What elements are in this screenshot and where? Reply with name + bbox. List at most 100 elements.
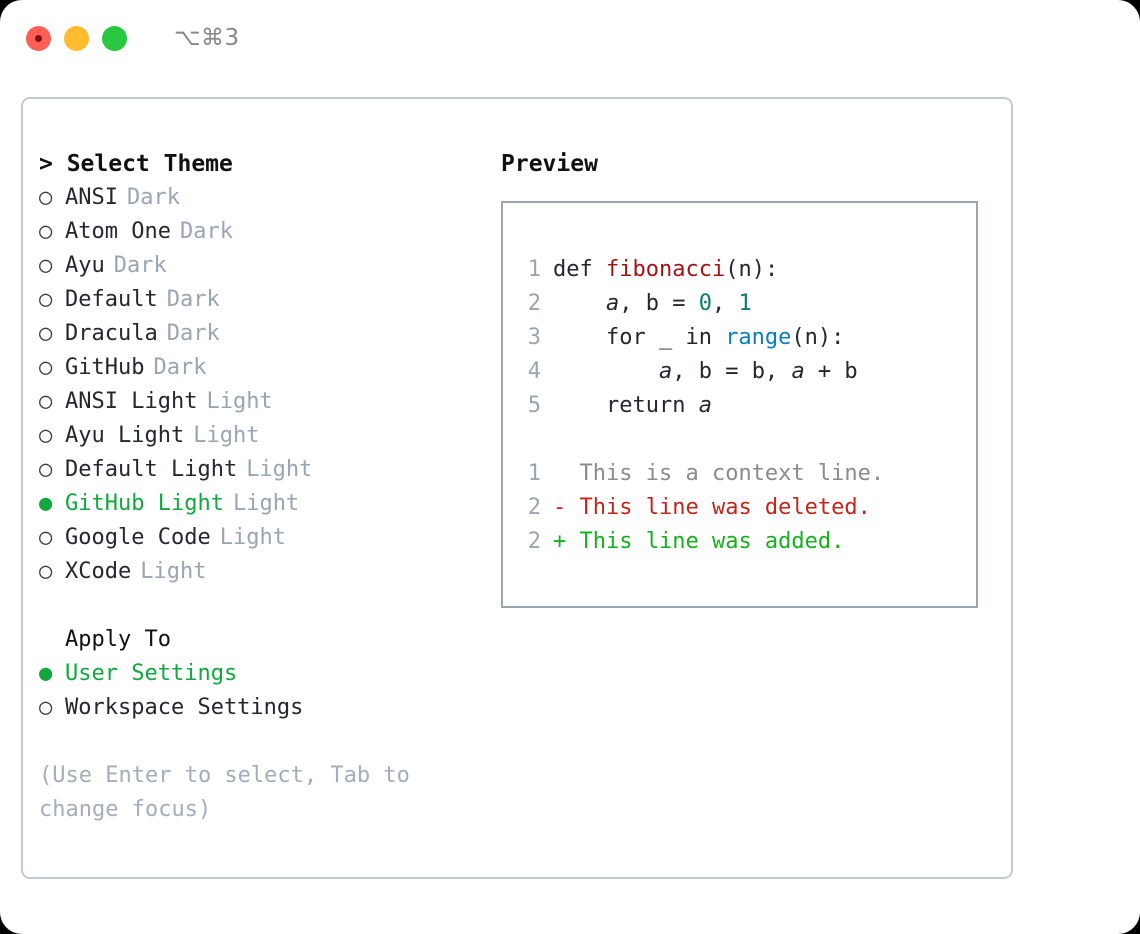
theme-option-default[interactable]: ○ Default Dark bbox=[39, 283, 489, 317]
theme-option-ayu-light[interactable]: ○ Ayu Light Light bbox=[39, 419, 489, 453]
code-line-number: 1 bbox=[527, 257, 541, 282]
theme-option-ayu[interactable]: ○ Ayu Dark bbox=[39, 249, 489, 283]
radio-unselected-icon: ○ bbox=[39, 457, 53, 482]
code-line-number: 2 bbox=[527, 291, 541, 316]
theme-option-label: GitHub bbox=[65, 355, 145, 380]
code-token-var: a bbox=[791, 359, 805, 384]
theme-variant-tag: Light bbox=[206, 389, 273, 414]
code-token-plain: , b = bbox=[619, 291, 699, 316]
radio-unselected-icon: ○ bbox=[39, 185, 53, 210]
apply-to-option-user-settings[interactable]: ●User Settings bbox=[39, 657, 489, 691]
code-token-num: 1 bbox=[738, 291, 752, 316]
theme-list-heading: > Select Theme bbox=[39, 151, 233, 177]
theme-option-ansi-light[interactable]: ○ ANSI Light Light bbox=[39, 385, 489, 419]
code-line-number: 4 bbox=[527, 359, 541, 384]
radio-unselected-icon: ○ bbox=[39, 423, 53, 448]
diff-block: 1 This is a context line.2- This line wa… bbox=[519, 457, 970, 559]
diff-line-number: 2 bbox=[527, 495, 541, 520]
code-token-plain: , bbox=[711, 291, 739, 316]
diff-line-marker: - bbox=[553, 495, 580, 520]
theme-option-label: GitHub Light bbox=[65, 491, 224, 516]
radio-unselected-icon: ○ bbox=[39, 355, 53, 380]
theme-option-google-code[interactable]: ○ Google Code Light bbox=[39, 521, 489, 555]
radio-unselected-icon: ○ bbox=[39, 559, 53, 584]
apply-to-option-label: Workspace Settings bbox=[65, 695, 304, 720]
code-token-plain bbox=[553, 291, 606, 316]
code-token-var: a bbox=[698, 393, 712, 418]
code-line: 4 a, b = b, a + b bbox=[519, 355, 970, 389]
apply-to-option-label: User Settings bbox=[65, 661, 238, 686]
list-spacer bbox=[39, 589, 489, 623]
theme-option-label: Google Code bbox=[65, 525, 211, 550]
code-token-plain: (n): bbox=[725, 257, 779, 282]
theme-variant-tag: Light bbox=[193, 423, 260, 448]
keyboard-shortcut-label: ⌥⌘3 bbox=[174, 25, 240, 51]
code-token-plain: for _ in bbox=[553, 325, 726, 350]
diff-line-deleted: 2- This line was deleted. bbox=[519, 491, 970, 525]
theme-option-label: ANSI Light bbox=[65, 389, 198, 414]
theme-option-label: Dracula bbox=[65, 321, 158, 346]
theme-option-label: Atom One bbox=[65, 219, 171, 244]
theme-option-xcode[interactable]: ○ XCode Light bbox=[39, 555, 489, 589]
theme-option-label: Default bbox=[65, 287, 158, 312]
theme-variant-tag: Dark bbox=[126, 185, 180, 210]
radio-selected-icon: ● bbox=[39, 491, 53, 516]
theme-variant-tag: Dark bbox=[153, 355, 207, 380]
theme-variant-tag: Light bbox=[140, 559, 207, 584]
code-token-plain: (n): bbox=[791, 325, 845, 350]
diff-line-number: 1 bbox=[527, 461, 541, 486]
minimize-button-icon[interactable] bbox=[64, 25, 89, 51]
code-token-plain: def bbox=[553, 257, 606, 282]
code-token-fn: fibonacci bbox=[605, 257, 726, 282]
code-line: 2 a, b = 0, 1 bbox=[519, 287, 970, 321]
diff-line-text: This line was deleted. bbox=[579, 495, 871, 520]
code-diff-separator bbox=[519, 423, 970, 457]
radio-unselected-icon: ○ bbox=[39, 219, 53, 244]
keyboard-hint-text: (Use Enter to select, Tab to change focu… bbox=[39, 763, 410, 822]
code-token-plain: return bbox=[553, 393, 699, 418]
code-line: 3 for _ in range(n): bbox=[519, 321, 970, 355]
close-button-icon[interactable] bbox=[26, 25, 51, 51]
diff-line-text: This line was added. bbox=[579, 529, 845, 554]
code-token-plain: , b = b, bbox=[672, 359, 792, 384]
apply-to-option-workspace-settings[interactable]: ○ Workspace Settings bbox=[39, 691, 489, 725]
theme-option-atom-one[interactable]: ○ Atom One Dark bbox=[39, 215, 489, 249]
apply-to-heading: Apply To bbox=[65, 627, 171, 652]
theme-option-label: Ayu bbox=[65, 253, 105, 278]
diff-line-added: 2+ This line was added. bbox=[519, 525, 970, 559]
theme-variant-tag: Dark bbox=[113, 253, 167, 278]
radio-unselected-icon: ○ bbox=[39, 287, 53, 312]
code-line-number: 5 bbox=[527, 393, 541, 418]
diff-line-marker bbox=[553, 461, 580, 486]
code-line: 5 return a bbox=[519, 389, 970, 423]
radio-unselected-icon: ○ bbox=[39, 253, 53, 278]
radio-unselected-icon: ○ bbox=[39, 525, 53, 550]
maximize-button-icon[interactable] bbox=[102, 25, 127, 51]
theme-variant-tag: Light bbox=[246, 457, 313, 482]
theme-option-label: XCode bbox=[65, 559, 132, 584]
title-bar: ⌥⌘3 bbox=[0, 0, 1140, 76]
code-token-num: 0 bbox=[698, 291, 712, 316]
code-line: 1 def fibonacci(n): bbox=[519, 253, 970, 287]
theme-variant-tag: Light bbox=[219, 525, 286, 550]
theme-variant-tag: Dark bbox=[179, 219, 233, 244]
theme-variant-tag: Dark bbox=[166, 287, 220, 312]
radio-unselected-icon: ○ bbox=[39, 389, 53, 414]
radio-unselected-icon: ○ bbox=[39, 695, 53, 720]
diff-line-context: 1 This is a context line. bbox=[519, 457, 970, 491]
diff-line-text: This is a context line. bbox=[579, 461, 885, 486]
window-controls bbox=[26, 25, 127, 51]
theme-option-label: Ayu Light bbox=[65, 423, 185, 448]
theme-option-github[interactable]: ○ GitHub Dark bbox=[39, 351, 489, 385]
